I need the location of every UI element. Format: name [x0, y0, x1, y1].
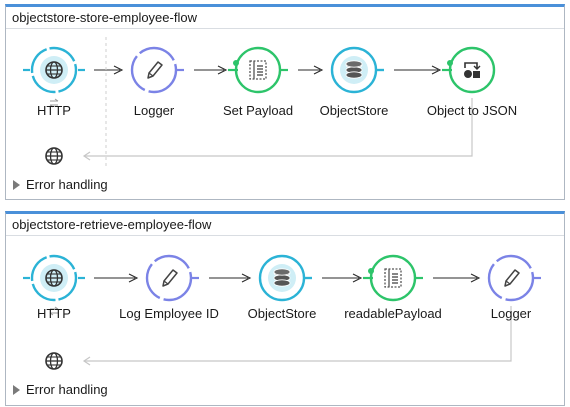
return-path [82, 306, 512, 366]
transform-icon [464, 62, 481, 78]
node-label: Logger [133, 103, 175, 118]
flow-arrow [322, 273, 363, 283]
flow-node-logger[interactable] [487, 254, 541, 302]
list-doc-icon [384, 268, 402, 288]
flow-arrow [209, 273, 252, 283]
database-icon [345, 60, 363, 79]
flow-node-payload[interactable] [363, 254, 423, 302]
flow-title: objectstore-retrieve-employee-flow [12, 217, 212, 232]
node-label: Logger [490, 306, 532, 321]
flow-arrow [94, 273, 139, 283]
flow-title: objectstore-store-employee-flow [12, 10, 197, 25]
return-path [82, 98, 473, 161]
error-handling-toggle[interactable]: Error handling [13, 382, 108, 397]
node-label: ObjectStore [247, 306, 317, 321]
flow-arrow [298, 65, 324, 75]
list-doc-icon [249, 60, 267, 80]
flow-arrow [194, 65, 228, 75]
node-label: Object to JSON [426, 103, 518, 118]
globe-icon [45, 269, 63, 287]
expand-triangle-icon [13, 384, 20, 395]
node-label: readablePayload [344, 306, 442, 321]
expand-triangle-icon [13, 179, 20, 190]
exchange-arrows-icon [49, 98, 59, 108]
error-handling-toggle[interactable]: Error handling [13, 177, 108, 192]
pencil-icon [504, 269, 520, 287]
flow-arrow [433, 273, 481, 283]
node-label: Log Employee ID [119, 306, 219, 321]
globe-icon [45, 147, 63, 165]
flow-node-logger[interactable] [130, 46, 184, 94]
flow-panel-store: objectstore-store-employee-flow Error ha… [5, 4, 565, 200]
node-label: ObjectStore [319, 103, 389, 118]
node-label: HTTP [37, 103, 71, 118]
error-handling-label: Error handling [26, 382, 108, 397]
pencil-icon [162, 269, 178, 287]
flow-arrow [394, 65, 442, 75]
error-handling-label: Error handling [26, 177, 108, 192]
flow-panel-retrieve: objectstore-retrieve-employee-flow Error… [5, 211, 565, 406]
flow-node-logger[interactable] [145, 254, 199, 302]
node-label: Set Payload [222, 103, 294, 118]
flow-canvas [23, 254, 541, 370]
flow-node-payload[interactable] [228, 46, 288, 94]
database-icon [273, 268, 291, 287]
flow-canvas [23, 37, 496, 168]
flow-arrow [94, 65, 124, 75]
title-divider [6, 28, 564, 29]
pencil-icon [147, 61, 163, 79]
globe-icon [45, 61, 63, 79]
title-divider [6, 235, 564, 236]
exchange-arrows-icon [49, 306, 59, 316]
node-label: HTTP [37, 306, 71, 321]
globe-icon [45, 352, 63, 370]
flow-node-transform[interactable] [442, 46, 496, 94]
